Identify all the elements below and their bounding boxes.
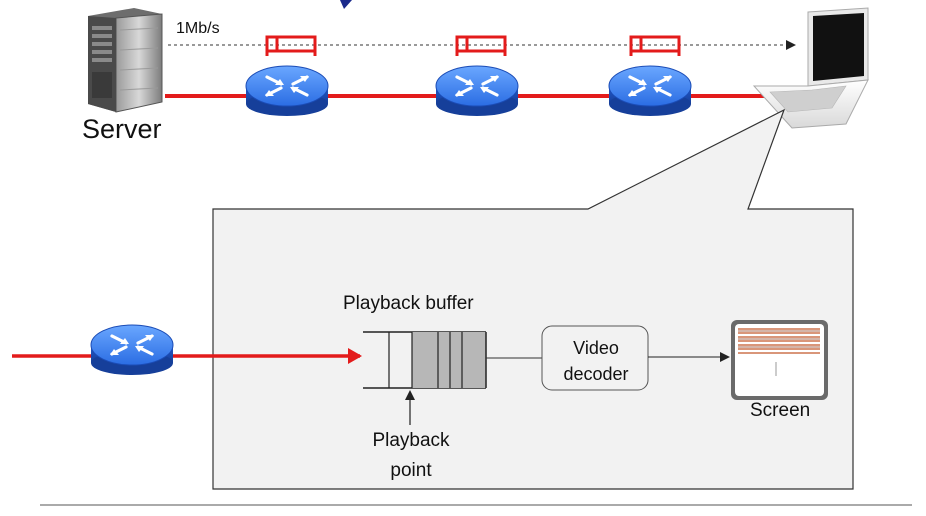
playback-point-arrowhead [405, 390, 415, 400]
video-decoder-label: Video decoder [543, 335, 649, 387]
laptop-icon [752, 7, 869, 129]
screen-icon [731, 320, 828, 400]
link-rate-label: 1Mb/s [176, 20, 220, 37]
playback-point-label: Playback point [361, 426, 461, 486]
incoming-arrowhead [348, 348, 362, 364]
playback-point-label-line2: point [390, 460, 432, 481]
packet-icon [455, 35, 507, 58]
router-icon [607, 64, 693, 118]
video-decoder-label-line1: Video [573, 338, 619, 358]
server-label: Server [82, 114, 162, 144]
video-decoder-label-line2: decoder [563, 364, 629, 384]
title-fragment [340, 0, 352, 9]
packet-icon [265, 35, 317, 58]
decoder-to-screen-arrowhead [720, 352, 730, 362]
router-icon [89, 323, 175, 377]
video-decoder [541, 325, 649, 391]
playback-buffer [363, 331, 487, 389]
router-icon [434, 64, 520, 118]
router-icon [244, 64, 330, 118]
packet-icon [629, 35, 681, 58]
playback-point-label-line1: Playback [372, 430, 450, 451]
callout-panel [212, 108, 854, 490]
playback-buffer-label: Playback buffer [343, 293, 474, 314]
screen-label: Screen [750, 400, 811, 421]
server-icon [88, 8, 163, 113]
